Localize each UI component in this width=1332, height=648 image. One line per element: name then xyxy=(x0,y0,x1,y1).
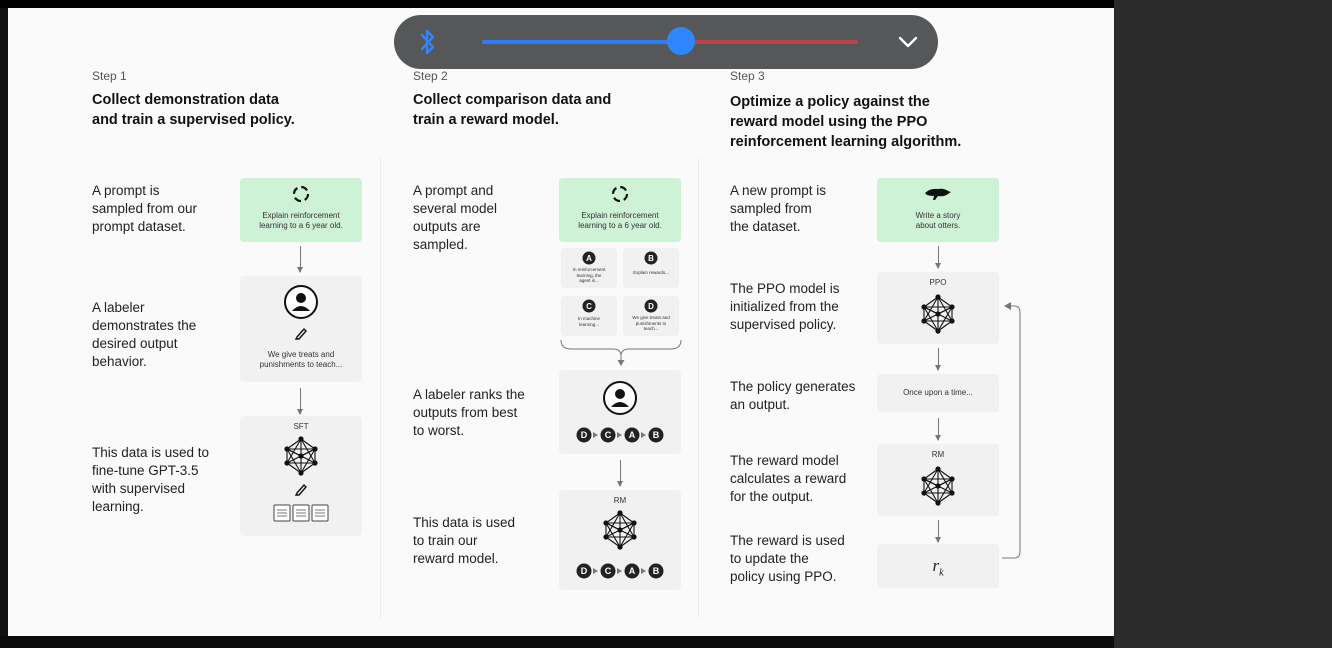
step3-reward-box: rk xyxy=(877,544,999,588)
badge-letter: A xyxy=(586,254,592,263)
rm-label: RM xyxy=(613,496,627,505)
bottom-black-bar xyxy=(0,636,1114,648)
rank-1-letter: D xyxy=(581,430,588,440)
step3-label: Step 3 xyxy=(730,69,765,83)
output-d-badge: D xyxy=(644,299,658,313)
step3-ppo-box: PPO xyxy=(877,272,999,344)
pencil-icon xyxy=(294,327,307,340)
prompt-icon xyxy=(292,185,310,203)
ppo-label: PPO xyxy=(929,278,947,287)
chevron-down-icon[interactable] xyxy=(894,30,922,54)
prompt-icon xyxy=(611,185,629,203)
output-b-text: Explain rewards... xyxy=(633,270,669,275)
labeler-icon xyxy=(284,285,318,319)
neural-network-icon xyxy=(921,466,955,506)
ranking-sequence: D C A B xyxy=(576,563,664,579)
right-dark-panel xyxy=(1114,0,1332,648)
rank-2-letter: C xyxy=(605,566,612,576)
column-divider xyxy=(380,158,381,618)
output-text: Once upon a time... xyxy=(903,388,973,397)
neural-network-icon xyxy=(284,436,318,476)
badge-letter: B xyxy=(648,254,654,263)
rank-1-letter: D xyxy=(581,566,588,576)
flow-arrow xyxy=(935,418,941,441)
progress-fill xyxy=(482,40,682,44)
output-a-badge: A xyxy=(582,251,596,265)
step2-heading: Collect comparison data and train a rewa… xyxy=(413,92,612,128)
output-c-badge: C xyxy=(582,299,596,313)
step3-heading: Optimize a policy against the reward mod… xyxy=(730,94,962,150)
step2-label: Step 2 xyxy=(413,69,448,83)
badge-letter: C xyxy=(586,302,592,311)
progress-thumb[interactable] xyxy=(667,27,696,55)
flow-arrow xyxy=(297,246,303,273)
ppo-feedback-loop-arrow xyxy=(1002,302,1021,559)
step1-sft-box: SFT xyxy=(240,416,362,536)
badge-letter: D xyxy=(648,302,654,311)
rank-2-letter: C xyxy=(605,430,612,440)
rank-3-letter: A xyxy=(629,430,636,440)
media-player-bar xyxy=(394,15,938,69)
step3-output-box: Once upon a time... xyxy=(877,374,999,412)
rank-3-letter: A xyxy=(629,566,636,576)
rank-4-letter: B xyxy=(653,566,660,576)
step1-heading: Collect demonstration data and train a s… xyxy=(92,92,295,128)
flow-arrow xyxy=(935,520,941,543)
output-b-badge: B xyxy=(644,251,658,265)
outputs-bracket xyxy=(560,340,682,366)
rm-label: RM xyxy=(931,450,945,459)
rank-4-letter: B xyxy=(653,430,660,440)
step2-ranking-box: D C A B xyxy=(559,370,681,454)
flow-arrow xyxy=(617,460,623,487)
otter-icon xyxy=(925,188,951,200)
flow-arrow xyxy=(935,246,941,269)
documents-icon xyxy=(273,504,329,522)
step1-label: Step 1 xyxy=(92,69,127,83)
flow-arrow xyxy=(297,388,303,415)
step2-rm-box: RM D C A B xyxy=(559,490,681,590)
top-black-bar xyxy=(0,0,1332,8)
diagram-slide: Step 1 Collect demonstration data and tr… xyxy=(8,8,1114,636)
neural-network-icon xyxy=(603,510,637,550)
labeler-icon xyxy=(603,381,637,415)
ranking-sequence: D C A B xyxy=(576,427,664,443)
column-divider xyxy=(698,158,699,618)
flow-arrow xyxy=(935,348,941,371)
bluetooth-icon[interactable] xyxy=(416,27,440,57)
output-card-b: B Explain rewards... xyxy=(623,248,679,288)
pencil-icon xyxy=(294,483,307,496)
reward-symbol: rk xyxy=(932,556,944,579)
neural-network-icon xyxy=(921,294,955,334)
sft-label: SFT xyxy=(293,422,309,431)
step3-rm-box: RM xyxy=(877,444,999,516)
